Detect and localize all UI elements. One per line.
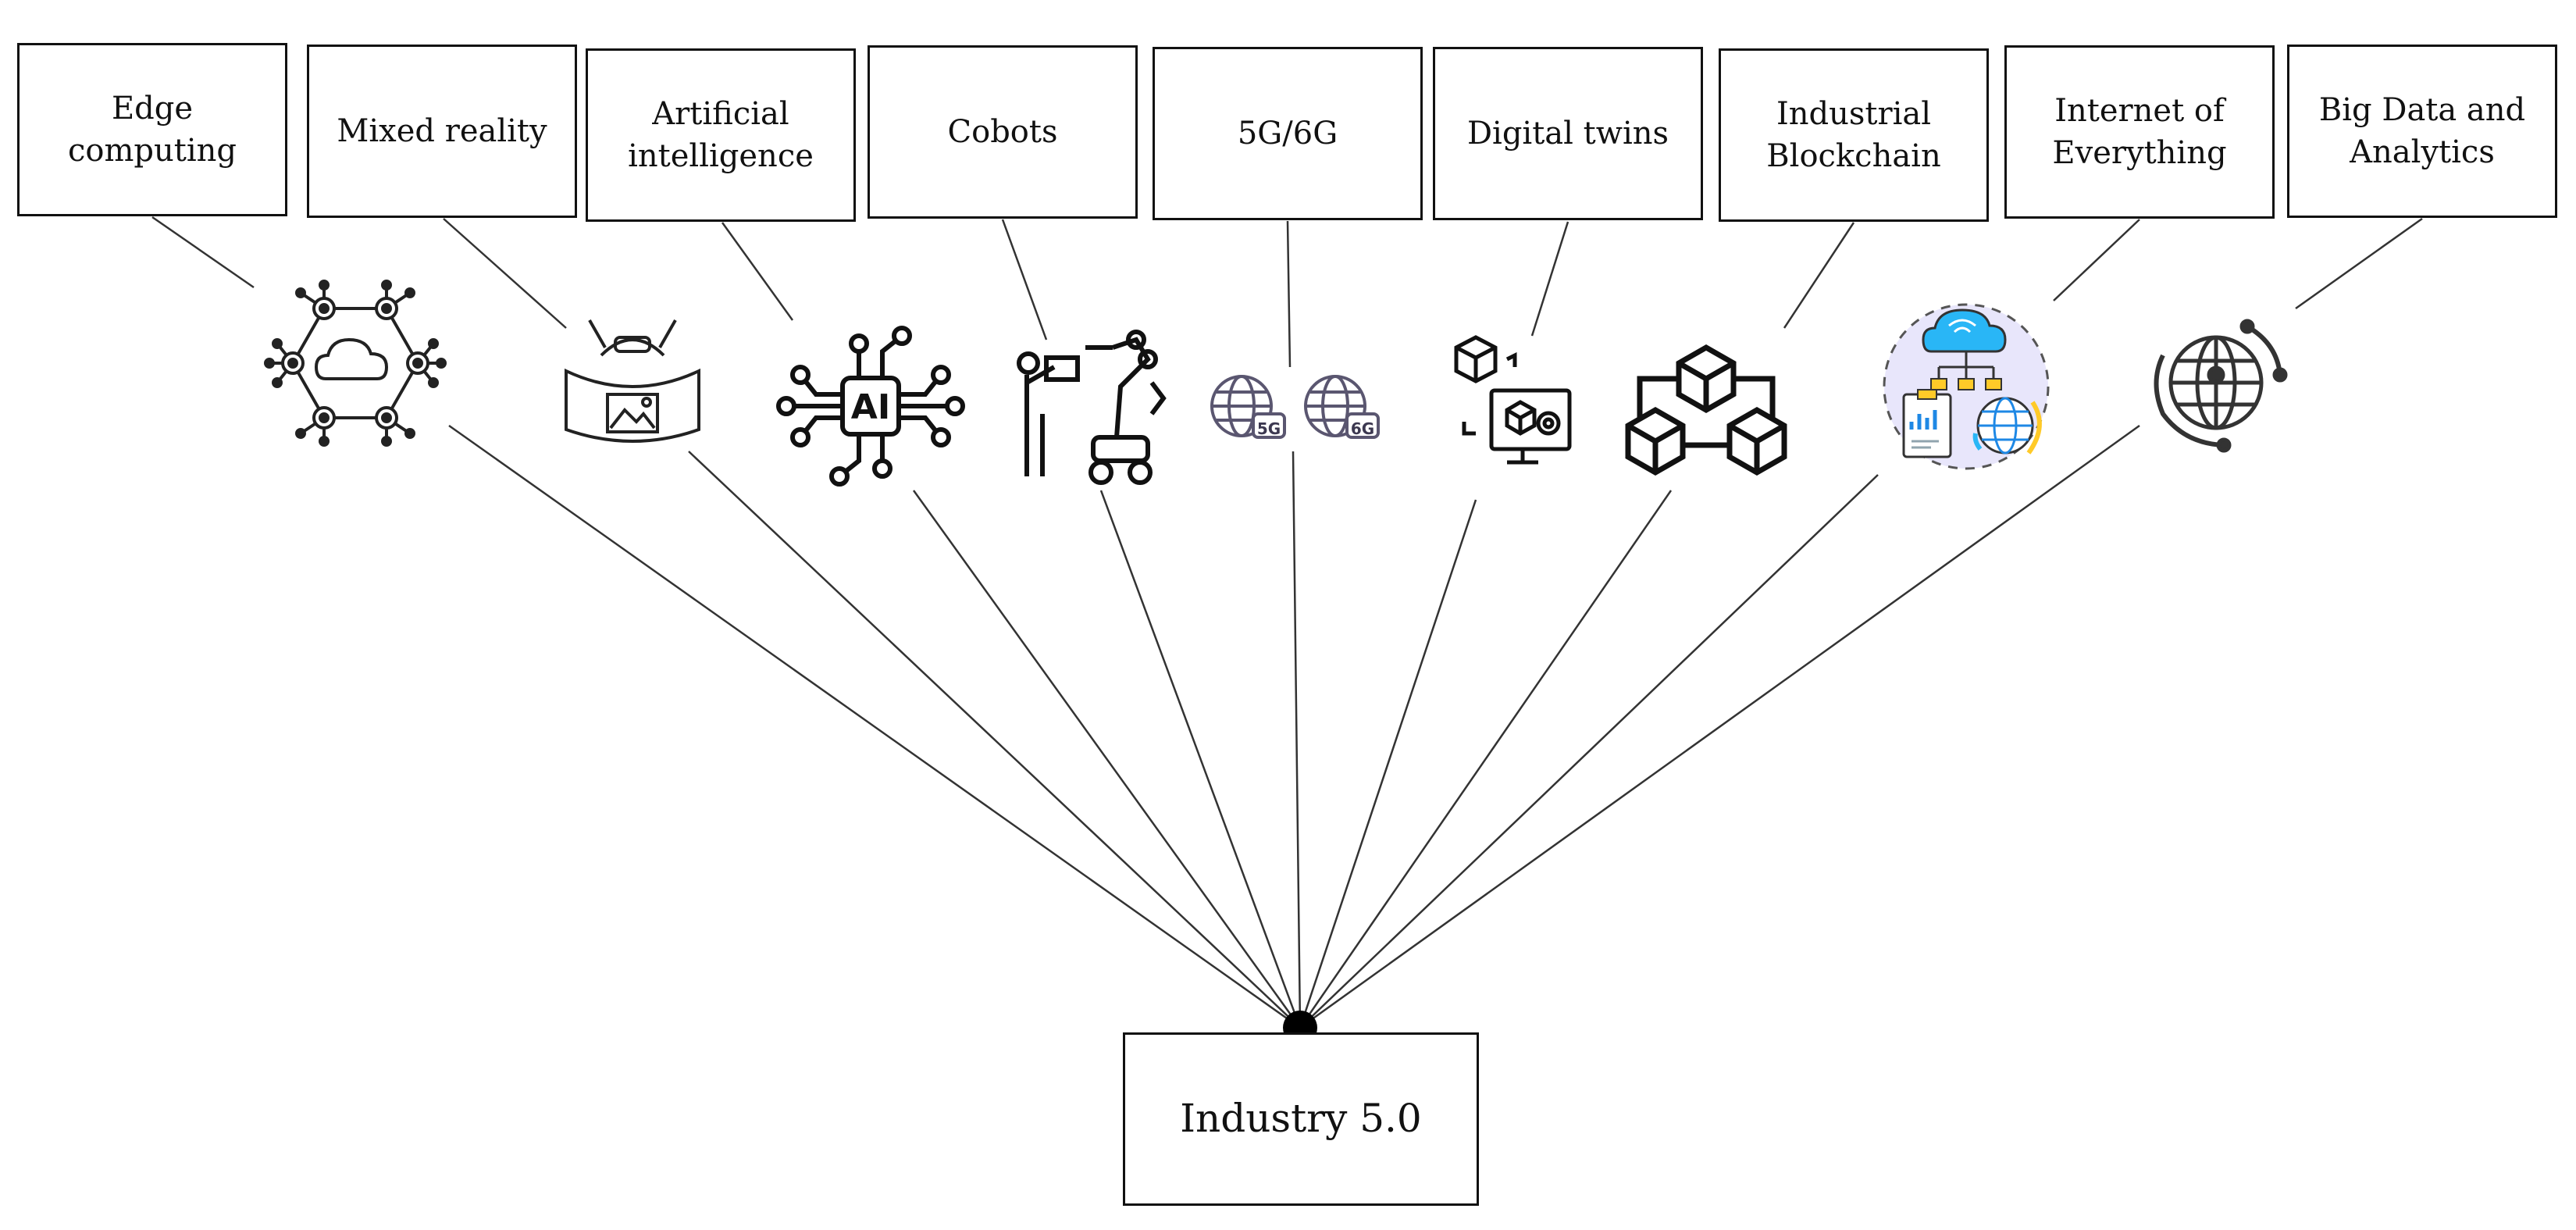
mixed-reality-headset-icon xyxy=(565,319,700,443)
tech-box-internet-of-everything: Internet of Everything xyxy=(2004,45,2275,219)
tech-label: Edge computing xyxy=(67,91,237,169)
iot-cloud-analytics-icon xyxy=(1883,303,2050,470)
box-to-icon-line-2 xyxy=(443,218,567,329)
icon-to-hub-line-7 xyxy=(1299,490,1673,1029)
root-box-industry-5: Industry 5.0 xyxy=(1123,1032,1479,1206)
tech-box-mixed-reality: Mixed reality xyxy=(307,45,577,218)
tech-box-artificial-intelligence: Artificial intelligence xyxy=(586,48,856,222)
icon-to-hub-line-8 xyxy=(1299,474,1879,1029)
tech-label: Digital twins xyxy=(1466,116,1669,152)
root-label: Industry 5.0 xyxy=(1180,1096,1422,1142)
cobot-robot-arm-icon xyxy=(1017,330,1167,485)
tech-label: Big Data and Analytics xyxy=(2318,92,2526,170)
tech-label: 5G/6G xyxy=(1237,116,1338,152)
edge-cloud-network-icon xyxy=(264,280,447,447)
box-to-icon-line-7 xyxy=(1783,222,1855,329)
icon-to-hub-line-3 xyxy=(912,490,1302,1029)
tech-box-digital-twins: Digital twins xyxy=(1433,47,1703,220)
5g-6g-globe-icon xyxy=(1210,375,1380,439)
tech-label: Industrial Blockchain xyxy=(1766,96,1941,174)
badge-6g-text: 6G xyxy=(1351,419,1374,438)
digital-twin-monitor-icon xyxy=(1454,335,1572,465)
ai-chip-icon xyxy=(776,326,965,487)
tech-box-industrial-blockchain: Industrial Blockchain xyxy=(1719,48,1989,222)
badge-5g-text: 5G xyxy=(1257,419,1281,438)
tech-label: Artificial intelligence xyxy=(628,96,814,174)
icon-to-hub-line-4 xyxy=(1099,490,1302,1029)
icon-to-hub-line-9 xyxy=(1299,424,2140,1029)
tech-label: Cobots xyxy=(947,114,1058,150)
tech-label: Internet of Everything xyxy=(2052,93,2227,171)
box-to-icon-line-5 xyxy=(1286,220,1292,368)
blockchain-cubes-icon xyxy=(1625,344,1787,476)
tech-box-big-data-analytics: Big Data and Analytics xyxy=(2287,45,2557,218)
tech-box-edge-computing: Edge computing xyxy=(17,43,287,216)
icon-to-hub-line-5 xyxy=(1292,451,1302,1029)
icon-to-hub-line-6 xyxy=(1299,499,1477,1029)
tech-box-5g-6g: 5G/6G xyxy=(1153,47,1423,220)
icon-to-hub-line-1 xyxy=(448,424,1301,1029)
box-to-icon-line-6 xyxy=(1530,221,1569,337)
box-to-icon-line-4 xyxy=(1001,219,1048,340)
globe-orbit-icon xyxy=(2154,319,2288,453)
ai-chip-text: AI xyxy=(851,387,890,427)
box-to-icon-line-8 xyxy=(2053,219,2140,301)
box-to-icon-line-1 xyxy=(151,216,255,289)
tech-label: Mixed reality xyxy=(337,113,547,149)
box-to-icon-line-9 xyxy=(2295,217,2423,310)
tech-box-cobots: Cobots xyxy=(868,45,1138,219)
icon-to-hub-line-2 xyxy=(688,451,1301,1029)
box-to-icon-line-3 xyxy=(721,222,794,321)
